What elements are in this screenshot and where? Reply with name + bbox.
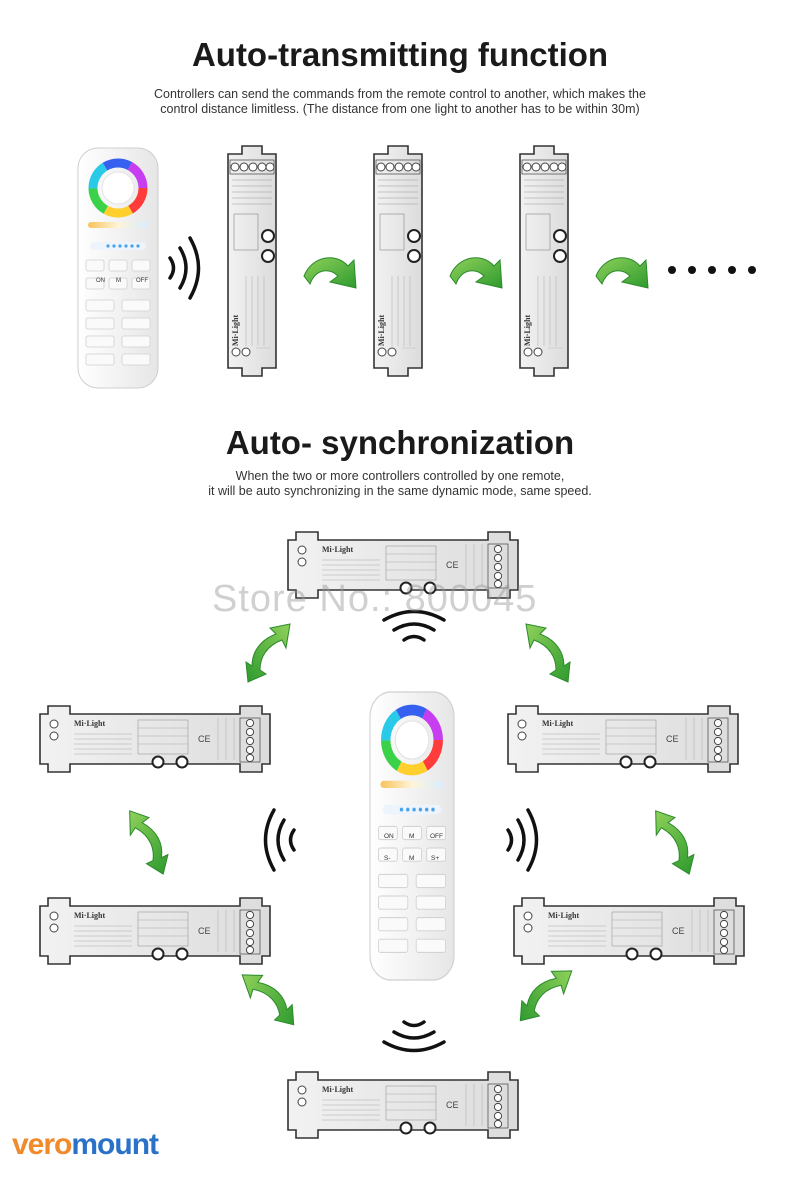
- description-line: Controllers can send the commands from t…: [154, 87, 646, 101]
- section-description-auto-sync: When the two or more controllers control…: [0, 469, 800, 499]
- remote-speed-minus-label: S-: [384, 855, 391, 862]
- section-title-auto-transmitting: Auto-transmitting function: [191, 36, 609, 73]
- store-watermark: Store No.: 800045: [212, 578, 538, 620]
- remote-m-label: M: [409, 833, 414, 840]
- controller-right-upper: [507, 705, 739, 773]
- controller-2: [373, 145, 423, 377]
- remote-off-label: OFF: [430, 833, 443, 840]
- sync-arrow-icon: [647, 810, 700, 875]
- controller-3: [519, 145, 569, 377]
- radio-waves-icon: [168, 236, 201, 300]
- green-arrow-icon: [303, 257, 357, 289]
- remote-control-top: ON M OFF: [78, 148, 158, 388]
- remote-on-label: ON: [384, 833, 394, 840]
- remote-control-center: ON M OFF S- M S+: [370, 692, 454, 980]
- green-arrow-icon: [595, 257, 649, 289]
- controller-left-upper: [39, 705, 271, 773]
- sync-arrow-icon: [241, 966, 297, 1033]
- section-title-auto-sync: Auto- synchronization: [225, 424, 575, 461]
- radio-waves-icon: [382, 1020, 446, 1053]
- logo-part-mount: mount: [71, 1128, 159, 1161]
- remote-speed-plus-label: S+: [431, 855, 439, 862]
- section-description-auto-transmitting: Controllers can send the commands from t…: [0, 87, 800, 117]
- veromount-logo: veromount: [12, 1128, 159, 1162]
- remote-off-label: OFF: [136, 278, 148, 284]
- description-line: it will be auto synchronizing in the sam…: [208, 484, 592, 498]
- controller-right-lower: [513, 897, 745, 965]
- radio-waves-icon: [506, 808, 539, 872]
- green-arrow-icon: [449, 257, 503, 289]
- sync-arrow-icon: [245, 623, 291, 683]
- logo-part-vero: vero: [12, 1128, 72, 1161]
- radio-waves-icon: [263, 808, 296, 872]
- remote-m-label: M: [116, 278, 121, 284]
- description-line: control distance limitless. (The distanc…: [160, 102, 640, 116]
- description-line: When the two or more controllers control…: [235, 469, 565, 483]
- remote-m-label: M: [409, 855, 414, 862]
- continuation-dots: [668, 266, 756, 274]
- remote-on-label: ON: [96, 278, 105, 284]
- sync-arrow-icon: [121, 810, 174, 875]
- sync-arrow-icon: [517, 962, 573, 1029]
- sync-arrow-icon: [525, 623, 571, 683]
- controller-1: [227, 145, 277, 377]
- controller-bottom: [287, 1071, 519, 1139]
- controller-left-lower: [39, 897, 271, 965]
